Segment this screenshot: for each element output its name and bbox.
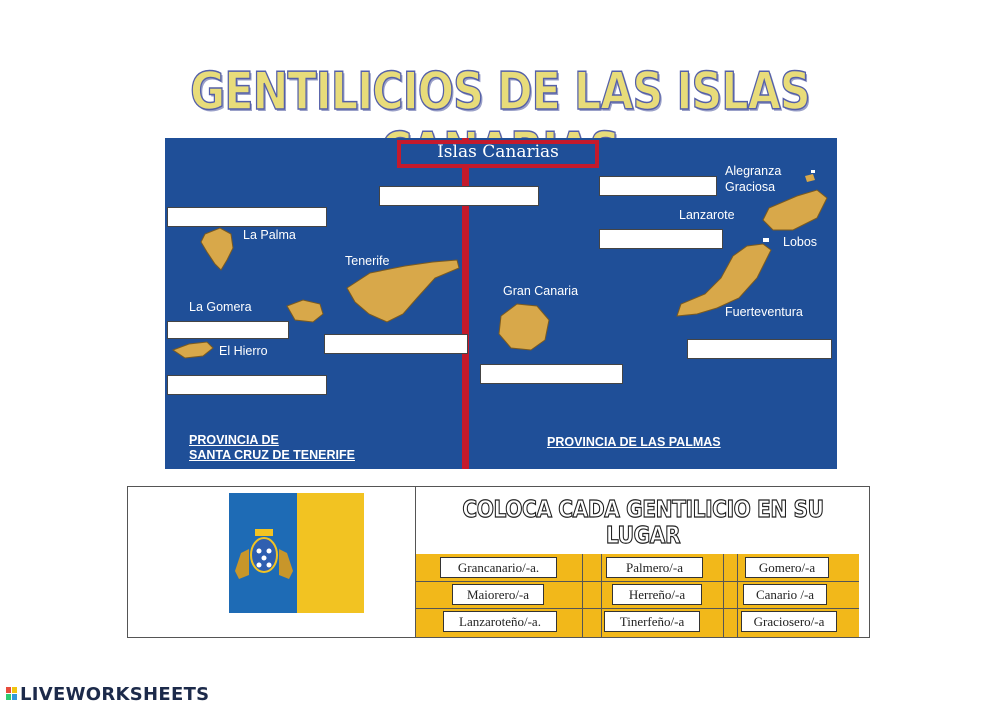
el-hierro-island <box>171 341 214 359</box>
drop-zone-canario[interactable] <box>379 186 539 206</box>
canary-flag <box>229 493 364 613</box>
fuerteventura-island <box>676 243 772 317</box>
canary-islands-map: Islas Canarias La Palma La Gomera El Hie… <box>165 138 837 469</box>
tenerife-island <box>346 259 460 323</box>
word-chip[interactable]: Tinerfeño/-a <box>604 611 700 632</box>
word-grid: Grancanario/-a. Palmero/-a Gomero/-a Mai… <box>416 554 859 637</box>
label-gran-canaria: Gran Canaria <box>503 284 579 298</box>
label-el-hierro: El Hierro <box>219 344 268 358</box>
label-la-palma: La Palma <box>243 228 296 242</box>
word-chip[interactable]: Graciosero/-a <box>741 611 837 632</box>
drop-zone-la-palma[interactable] <box>167 207 327 227</box>
label-lobos: Lobos <box>783 235 818 249</box>
flag-yellow-stripe <box>297 493 364 613</box>
province-west-line1: PROVINCIA DE <box>189 433 279 447</box>
drop-zone-el-hierro[interactable] <box>167 375 327 395</box>
liveworksheets-logo-icon <box>6 687 17 700</box>
lobos-island <box>763 238 769 242</box>
graciosa-island <box>805 174 815 182</box>
map-title: Islas Canarias <box>437 142 559 162</box>
word-chip[interactable]: Grancanario/-a. <box>440 557 557 578</box>
drop-zone-gran-canaria[interactable] <box>480 364 623 384</box>
gran-canaria-island <box>498 303 550 351</box>
la-palma-island <box>200 227 234 271</box>
panel-separator <box>415 487 416 637</box>
instruction-heading: COLOCA CADA GENTILICIO EN SU LUGAR <box>462 496 825 549</box>
label-tenerife: Tenerife <box>345 254 390 268</box>
word-chip[interactable]: Maiorero/-a <box>452 584 544 605</box>
la-gomera-island <box>286 299 324 323</box>
province-west-line2: SANTA CRUZ DE TENERIFE <box>189 448 355 462</box>
word-chip[interactable]: Herreño/-a <box>612 584 702 605</box>
province-divider <box>462 138 469 469</box>
drop-zone-tenerife[interactable] <box>324 334 468 354</box>
alegranza-island <box>811 170 815 173</box>
coat-of-arms-icon <box>235 529 293 579</box>
brand-name: LIVEWORKSHEETS <box>20 684 210 705</box>
province-east: PROVINCIA DE LAS PALMAS <box>547 435 721 449</box>
islands-shapes <box>171 170 828 359</box>
map-title-frame <box>397 140 599 168</box>
word-chip[interactable]: Gomero/-a <box>745 557 829 578</box>
liveworksheets-logo[interactable]: LIVEWORKSHEETS <box>6 684 209 705</box>
drop-zone-lanzarote[interactable] <box>599 229 723 249</box>
drop-zone-la-gomera[interactable] <box>167 321 289 339</box>
drop-zone-graciosa[interactable] <box>599 176 717 196</box>
drop-zone-fuerteventura[interactable] <box>687 339 832 359</box>
lanzarote-island <box>762 189 828 231</box>
label-la-gomera: La Gomera <box>189 300 252 314</box>
word-chip[interactable]: Lanzaroteño/-a. <box>443 611 557 632</box>
word-chip[interactable]: Palmero/-a <box>606 557 703 578</box>
label-alegranza: Alegranza <box>725 164 782 178</box>
label-graciosa: Graciosa <box>725 180 776 194</box>
word-chip[interactable]: Canario /-a <box>743 584 827 605</box>
word-bank-panel: COLOCA CADA GENTILICIO EN SU LUGAR Granc… <box>127 486 870 638</box>
label-lanzarote: Lanzarote <box>679 208 735 222</box>
label-fuerteventura: Fuerteventura <box>725 305 803 319</box>
